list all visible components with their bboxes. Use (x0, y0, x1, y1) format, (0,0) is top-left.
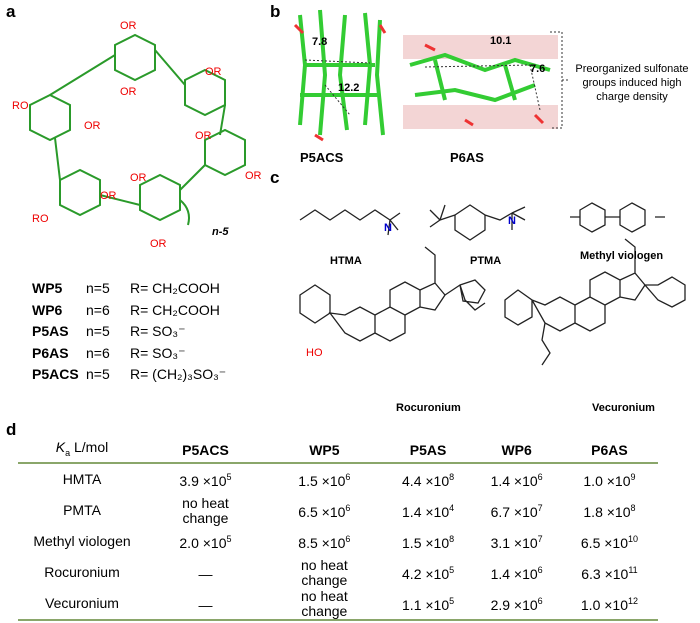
ka-value: 8.5 ×106 (298, 534, 351, 551)
table-header-row: Ka L/mol P5ACS WP5 P5AS WP6 P6AS (18, 438, 658, 463)
table-row: Methyl viologen 2.0 ×105 8.5 ×106 1.5 ×108 3… (18, 526, 658, 557)
ka-value: no heat change (182, 494, 229, 526)
or-label: OR (84, 120, 101, 132)
ptma-label: PTMA (470, 255, 502, 267)
ka-value: 1.1 ×105 (402, 596, 455, 613)
ka-value: — (198, 565, 213, 582)
ka-value: 1.5 ×108 (402, 534, 455, 551)
ka-value: 4.2 ×105 (402, 565, 455, 582)
or-label: OR (245, 170, 262, 182)
ka-value: 1.0 ×109 (583, 472, 636, 489)
or-label: OR (205, 66, 222, 78)
guest-name: Methyl viologen (33, 533, 131, 549)
rocuronium-label: Rocuronium (396, 402, 461, 414)
p5acs-label: P5ACS (300, 150, 344, 165)
ka-value: 1.8 ×108 (583, 503, 636, 520)
ka-value: — (198, 596, 213, 613)
guest-name: PMTA (63, 502, 101, 518)
or-label: OR (100, 190, 117, 202)
table-row: Vecuronium — no heat change 1.1 ×105 2.9 ×10… (18, 588, 658, 620)
hydroxyl-label: HO (306, 347, 323, 359)
ro-label: RO (12, 100, 29, 112)
ka-value: 3.1 ×107 (490, 534, 543, 551)
or-label: OR (195, 130, 212, 142)
guest-name: HMTA (62, 471, 102, 487)
p6as-label: P6AS (450, 150, 484, 165)
or-label: OR (150, 238, 167, 250)
column-header: WP5 (309, 441, 340, 458)
ka-value: 3.9 ×105 (179, 472, 232, 489)
panel-label-a: a (6, 2, 16, 21)
or-label: OR (130, 172, 147, 184)
ka-value: 1.4 ×106 (490, 472, 543, 489)
table-row: Rocuronium — no heat change 4.2 ×105 1.4 ×10… (18, 557, 658, 588)
ka-value: 1.5 ×106 (298, 472, 351, 489)
sulfonate-note: Preorganized sulfonate groups induced hi… (575, 63, 689, 103)
distance-label: 7.8 (312, 36, 328, 48)
ka-value: 6.5 ×1010 (580, 534, 639, 551)
bracket-icon (550, 31, 570, 129)
panel-label-b: b (270, 2, 281, 21)
table-row: HMTA 3.9 ×105 1.5 ×106 4.4 ×108 1.4 ×106 1.0 … (18, 463, 658, 495)
ka-value: 6.3 ×1011 (581, 565, 638, 582)
guest-name: Vecuronium (45, 595, 119, 611)
vecuronium-label: Vecuronium (592, 402, 655, 414)
ka-value: 1.4 ×104 (402, 503, 455, 520)
ro-label: RO (32, 213, 49, 225)
crystal-structures (293, 9, 558, 142)
distance-label: 12.2 (338, 82, 360, 94)
column-header: P5ACS (182, 441, 229, 458)
table-row: PMTA no heat change 6.5 ×106 1.4 ×104 6.7 ×1… (18, 495, 658, 526)
guest-structures (299, 202, 686, 366)
ka-value: 2.9 ×106 (490, 596, 543, 613)
n-plus-label: N (384, 222, 392, 234)
ka-value: no heat change (301, 556, 348, 588)
ka-value: 1.4 ×106 (490, 565, 543, 582)
ka-value: 2.0 ×105 (179, 534, 232, 551)
ka-value: 6.7 ×107 (490, 503, 543, 520)
column-header: P6AS (591, 441, 628, 458)
or-label: OR (120, 86, 137, 98)
ka-value: no heat change (301, 587, 348, 619)
column-header: WP6 (501, 441, 532, 458)
pillararene-structure (29, 33, 246, 226)
or-label: OR (120, 20, 137, 32)
guest-name: Rocuronium (44, 564, 120, 580)
ka-value: 1.0 ×1012 (580, 596, 639, 613)
panel-label-c: c (270, 168, 280, 187)
htma-label: HTMA (330, 255, 362, 267)
methyl-viologen-label: Methyl viologen (580, 250, 664, 262)
binding-constant-table: Ka L/mol P5ACS WP5 P5AS WP6 P6AS HMTA 3.9… (18, 438, 658, 621)
column-header: P5AS (409, 441, 447, 458)
panel-label-d: d (6, 420, 17, 439)
ka-value: 4.4 ×108 (402, 472, 455, 489)
distance-label: 10.1 (490, 35, 512, 47)
n-plus-label: N (508, 215, 516, 227)
header-ka: Ka L/mol (55, 438, 109, 458)
repeat-label: n-5 (212, 226, 229, 238)
ka-value: 6.5 ×106 (298, 503, 351, 520)
distance-label: 7.6 (530, 63, 546, 75)
